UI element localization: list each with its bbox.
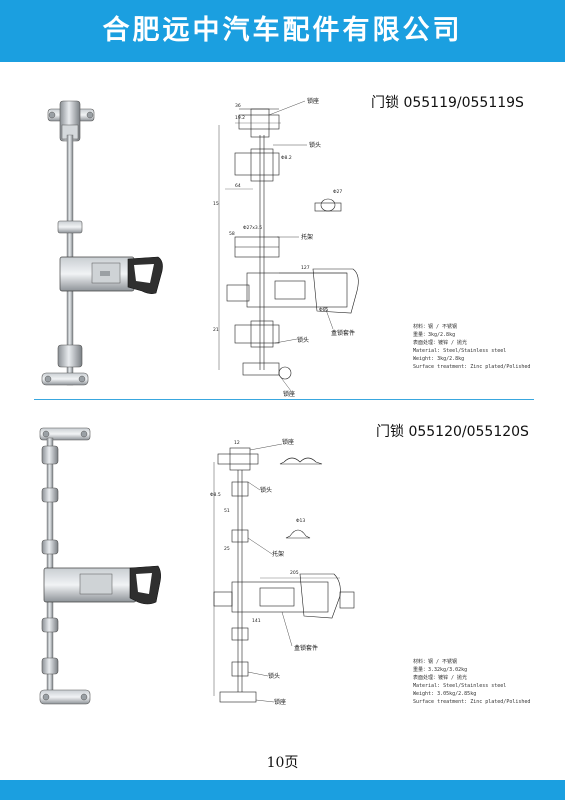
p2-dim-7: 141 [252, 618, 261, 624]
p2-dim-3: Φ13 [296, 518, 305, 524]
p2-dim-1: 12 [234, 440, 240, 446]
p1-dim-3: Φ8.2 [281, 155, 292, 161]
spec-line: Weight: 3kg/2.8kg [413, 356, 465, 362]
product-1-drawing: 锁座 锁头 托架 盒锁套件 锁头 锁座 36 19.2 Φ8.2 Φ27 Φ27… [213, 97, 359, 398]
p2-label-bracket: 托架 [272, 550, 284, 558]
p2-dim-6: 25 [224, 546, 230, 552]
footer-bar [0, 780, 565, 800]
p2-label-lock-seat-bottom: 锁座 [274, 698, 286, 706]
spec-line: Weight: 3.05kg/2.85kg [413, 691, 477, 697]
p2-label-lock-head-top: 锁头 [260, 486, 272, 494]
p1-dim-11: 21 [213, 327, 219, 333]
section-divider [34, 399, 534, 400]
spec-line: 表面处理：镀锌 / 抛光 [413, 340, 468, 346]
p1-dim-6: 64 [235, 183, 241, 189]
page-number: 10页 [266, 755, 299, 771]
product-1-title: 门锁 055119/055119S [371, 95, 524, 111]
p1-dim-1: 36 [235, 103, 241, 109]
header-bar [0, 0, 565, 62]
company-name: 合肥远中汽车配件有限公司 [102, 15, 463, 46]
spec-line: 表面处理：镀锌 / 抛光 [413, 675, 468, 681]
spec-line: Material: Steel/Stainless steel [413, 348, 507, 354]
p1-dim-4: Φ27 [333, 189, 342, 195]
spec-line: 重量：3.32kg/3.02kg [413, 667, 468, 673]
p1-dim-5: Φ27x3.5 [243, 225, 262, 231]
p1-label-bracket: 托架 [301, 233, 313, 241]
p2-dim-5: 51 [224, 508, 230, 514]
spec-line: Material: Steel/Stainless steel [413, 683, 507, 689]
p1-label-lock-box: 盒锁套件 [331, 329, 355, 337]
p2-dim-2: Φ8.5 [210, 492, 221, 498]
p1-label-lock-head-bottom: 锁头 [297, 336, 309, 344]
p1-label-lock-seat-bottom: 锁座 [283, 390, 295, 398]
product-1-specs: 材料：钢 / 不锈钢 重量：3kg/2.8kg 表面处理：镀锌 / 抛光 Mat… [413, 323, 530, 371]
p1-dim-7: 58 [229, 231, 235, 237]
spec-line: Surface treatment: Zinc plated/Polished [413, 364, 531, 370]
product-1-photo [41, 100, 163, 386]
product-2-drawing: 锁座 锁头 托架 盒锁套件 锁头 锁座 12 Φ8.5 Φ13 205 51 2… [210, 438, 355, 706]
p2-dim-4: 205 [290, 570, 299, 576]
spec-line: 重量：3kg/2.8kg [413, 332, 456, 338]
p2-label-lock-head-bottom: 锁头 [268, 672, 280, 680]
p1-label-lock-seat-top: 锁座 [307, 97, 319, 105]
p1-dim-9: Φ65 [319, 307, 328, 313]
spec-line: Surface treatment: Zinc plated/Polished [413, 699, 531, 705]
p1-label-lock-head-top: 锁头 [309, 141, 321, 149]
product-2-title: 门锁 055120/055120S [376, 424, 529, 440]
p2-label-lock-box: 盒锁套件 [294, 644, 318, 652]
product-2-photo [39, 427, 161, 705]
spec-line: 材料：钢 / 不锈钢 [413, 659, 458, 665]
p1-dim-8: 127 [301, 265, 310, 271]
p2-label-lock-seat-top: 锁座 [282, 438, 294, 446]
spec-line: 材料：钢 / 不锈钢 [413, 324, 458, 330]
p1-dim-2: 19.2 [235, 115, 245, 121]
p1-dim-10: 15 [213, 201, 219, 207]
product-2-specs: 材料：钢 / 不锈钢 重量：3.32kg/3.02kg 表面处理：镀锌 / 抛光… [413, 658, 530, 706]
